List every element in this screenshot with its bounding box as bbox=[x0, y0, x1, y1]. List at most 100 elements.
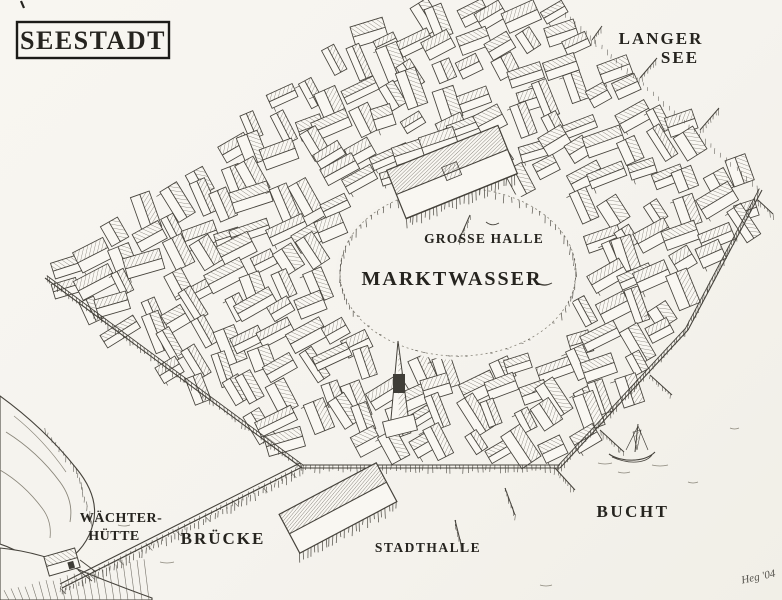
house bbox=[418, 421, 455, 462]
house bbox=[310, 107, 353, 144]
bell-tower bbox=[381, 340, 419, 439]
house bbox=[479, 397, 503, 429]
house bbox=[93, 290, 132, 323]
house bbox=[527, 396, 564, 432]
house bbox=[537, 434, 569, 468]
house bbox=[455, 25, 493, 56]
house bbox=[71, 236, 114, 276]
great-hall-building bbox=[385, 124, 519, 229]
house bbox=[180, 219, 221, 253]
house bbox=[340, 163, 379, 198]
house bbox=[566, 186, 600, 225]
house bbox=[454, 52, 484, 80]
house bbox=[349, 424, 385, 458]
house bbox=[586, 378, 614, 417]
house bbox=[579, 352, 618, 386]
house bbox=[188, 233, 224, 272]
label-waechterhuette-line2: HÜTTE bbox=[88, 527, 140, 544]
house bbox=[313, 211, 349, 244]
label-langer-see-line2: SEE bbox=[661, 48, 699, 67]
house bbox=[232, 286, 278, 323]
house bbox=[378, 79, 407, 112]
house bbox=[431, 57, 458, 85]
rocky-shore bbox=[0, 395, 153, 600]
house bbox=[287, 176, 323, 218]
outer-piers bbox=[454, 25, 774, 552]
house bbox=[500, 0, 543, 34]
house bbox=[271, 242, 306, 277]
house bbox=[618, 322, 657, 367]
house bbox=[293, 289, 328, 320]
house bbox=[610, 72, 642, 100]
label-bruecke: BRÜCKE bbox=[181, 529, 266, 548]
house bbox=[269, 109, 299, 146]
house bbox=[299, 266, 335, 305]
house bbox=[266, 295, 296, 326]
house bbox=[131, 219, 168, 253]
house bbox=[539, 0, 569, 29]
house bbox=[399, 110, 427, 135]
town-hall-building bbox=[278, 461, 398, 563]
boats bbox=[485, 221, 656, 463]
house bbox=[537, 123, 573, 158]
house bbox=[506, 100, 538, 139]
house bbox=[668, 164, 700, 194]
house bbox=[571, 295, 599, 328]
house bbox=[528, 77, 561, 120]
house bbox=[99, 314, 142, 349]
landmark-buildings bbox=[43, 124, 519, 582]
house bbox=[610, 372, 646, 409]
house bbox=[320, 43, 348, 77]
house bbox=[108, 267, 135, 297]
house bbox=[615, 134, 645, 167]
house bbox=[351, 344, 378, 380]
house bbox=[160, 303, 192, 334]
house bbox=[668, 244, 698, 278]
house bbox=[174, 285, 209, 323]
guard-hut-building bbox=[43, 547, 97, 582]
house bbox=[584, 81, 613, 109]
house bbox=[320, 316, 351, 345]
map-title: SEESTADT bbox=[20, 26, 166, 55]
house bbox=[156, 181, 196, 223]
house bbox=[645, 123, 679, 163]
house bbox=[369, 103, 397, 136]
house bbox=[121, 247, 166, 283]
house bbox=[99, 216, 130, 248]
house bbox=[624, 349, 650, 377]
label-stadthalle: STADTHALLE bbox=[375, 540, 481, 555]
house bbox=[581, 124, 627, 159]
label-grosse-halle: GROSSE HALLE bbox=[424, 231, 544, 246]
house bbox=[665, 267, 701, 312]
house bbox=[632, 217, 675, 254]
house bbox=[532, 376, 574, 421]
lake-water-marks bbox=[19, 0, 740, 587]
house bbox=[724, 153, 755, 188]
house bbox=[215, 230, 258, 268]
bridge-causeway bbox=[59, 462, 303, 595]
house bbox=[270, 267, 298, 301]
house bbox=[614, 98, 654, 135]
house bbox=[350, 401, 377, 435]
house bbox=[228, 180, 274, 214]
house bbox=[695, 180, 740, 222]
house bbox=[670, 192, 703, 230]
house bbox=[672, 125, 708, 162]
label-bucht: BUCHT bbox=[597, 502, 670, 521]
house bbox=[725, 202, 762, 244]
house bbox=[423, 391, 451, 431]
house bbox=[502, 352, 533, 380]
house bbox=[620, 285, 651, 325]
house bbox=[319, 152, 361, 187]
house bbox=[632, 259, 673, 298]
rowboat bbox=[535, 281, 553, 286]
house bbox=[514, 26, 542, 55]
house bbox=[586, 257, 630, 296]
house bbox=[596, 54, 634, 88]
town-houses bbox=[49, 0, 762, 470]
house bbox=[660, 219, 701, 251]
house bbox=[644, 316, 675, 344]
house bbox=[511, 406, 538, 434]
